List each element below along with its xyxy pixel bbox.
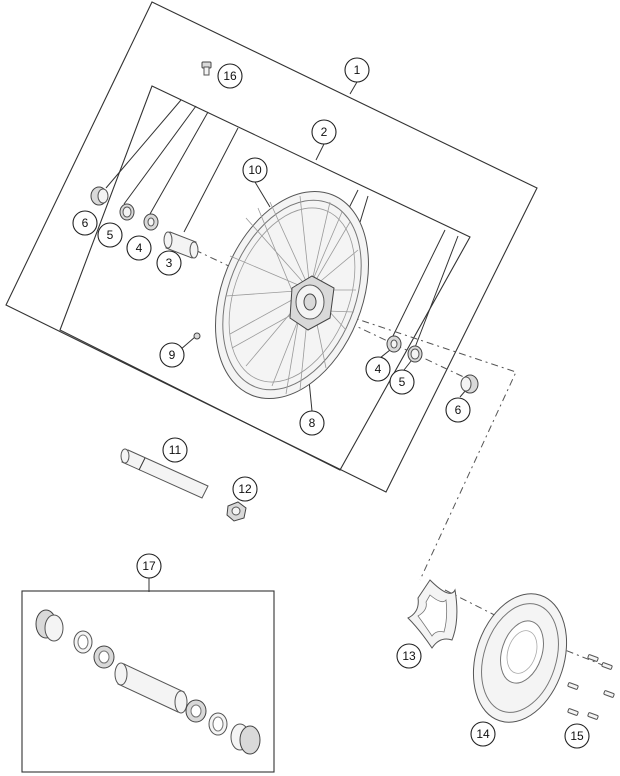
wheel-part-10 <box>215 190 369 400</box>
callout-4-left: 4 <box>126 235 152 261</box>
callout-3: 3 <box>156 250 182 276</box>
callout-11: 11 <box>162 437 188 463</box>
svg-text:15: 15 <box>570 729 584 743</box>
callout-2: 2 <box>311 119 337 145</box>
bearing-kit-frame <box>21 590 275 773</box>
svg-text:3: 3 <box>166 256 173 270</box>
callout-5-right: 5 <box>389 369 415 395</box>
svg-text:6: 6 <box>82 216 89 230</box>
callout-8: 8 <box>299 410 325 436</box>
callout-17: 17 <box>136 553 162 579</box>
svg-text:12: 12 <box>238 482 252 496</box>
svg-text:1: 1 <box>354 63 361 77</box>
callout-15: 15 <box>564 723 590 749</box>
svg-text:16: 16 <box>223 69 237 83</box>
assembly-frame-2 <box>59 85 471 471</box>
callout-4-right: 4 <box>365 356 391 382</box>
disc-adapter-part-13 <box>407 579 458 649</box>
svg-text:9: 9 <box>169 348 176 362</box>
callout-1: 1 <box>344 57 370 83</box>
axle-part-11 <box>120 448 209 499</box>
callout-5-left: 5 <box>97 222 123 248</box>
bearing-part-6-left <box>90 186 109 206</box>
svg-text:11: 11 <box>169 443 182 457</box>
brake-disc-part-14 <box>472 593 568 723</box>
bolt-part-16 <box>201 61 212 76</box>
callout-13: 13 <box>396 643 422 669</box>
svg-text:5: 5 <box>107 228 114 242</box>
svg-text:6: 6 <box>455 403 462 417</box>
bearing-part-6-right <box>460 374 479 394</box>
alignment-lines <box>194 249 611 669</box>
callout-14: 14 <box>470 721 496 747</box>
assembly-frame-1 <box>5 1 538 493</box>
axle-nut-part-12 <box>226 501 247 522</box>
svg-text:14: 14 <box>476 727 490 741</box>
disc-bolts-part-15 <box>567 654 615 720</box>
callout-12: 12 <box>232 476 258 502</box>
callout-6-left: 6 <box>72 210 98 236</box>
svg-text:8: 8 <box>309 416 316 430</box>
wheel-hub-part-8 <box>289 275 335 331</box>
spoke-nipple-part-9 <box>193 332 201 340</box>
bearing-part-4-right <box>386 335 402 353</box>
bearing-part-4-left <box>143 213 159 231</box>
svg-text:13: 13 <box>402 649 416 663</box>
svg-text:5: 5 <box>399 375 406 389</box>
seal-part-5-left <box>119 203 135 221</box>
svg-text:2: 2 <box>321 125 328 139</box>
callout-6-right: 6 <box>445 397 471 423</box>
svg-text:10: 10 <box>248 163 262 177</box>
callout-10: 10 <box>242 157 268 183</box>
svg-text:4: 4 <box>375 362 382 376</box>
callout-16: 16 <box>217 63 243 89</box>
callout-9: 9 <box>159 342 185 368</box>
spacer-part-3 <box>163 231 199 259</box>
seal-part-5-right <box>407 345 423 363</box>
svg-text:4: 4 <box>136 241 143 255</box>
bearing-kit-part-17 <box>35 609 261 755</box>
svg-text:17: 17 <box>142 559 156 573</box>
